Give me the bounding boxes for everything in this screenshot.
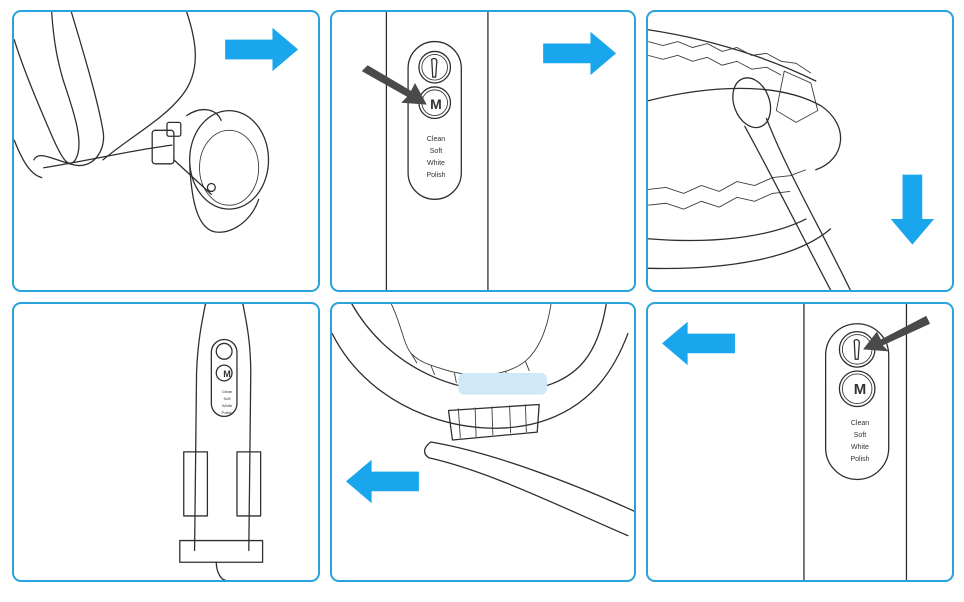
mode-label-polish-2: Polish [426,172,446,179]
mode-label-white-6: White [851,444,869,451]
mode-label-soft-4: Soft [223,396,231,401]
step-3-illustration [648,29,935,290]
step-panel-5 [330,302,636,582]
mode-label-white-2: White [427,160,445,167]
step-5-illustration [332,304,634,537]
step-panel-6: M Clean Soft White Polish [646,302,954,582]
mode-label-soft-2: Soft [429,148,443,155]
mode-label-clean-4: Clean [221,389,233,394]
mode-m-icon-2: M [430,96,442,112]
step-panel-4: M Clean Soft White Polish [12,302,320,582]
mode-m-icon-4: M [223,369,231,379]
step-panel-2: M Clean Soft White Polish [330,10,636,292]
mode-label-clean-2: Clean [426,136,446,143]
step-1-illustration [14,12,270,233]
mode-label-soft-6: Soft [853,432,867,439]
mode-label-polish-6: Polish [850,456,870,463]
step-panel-3 [646,10,954,292]
mode-label-white-4: White [221,403,233,408]
step-6-illustration [662,304,931,580]
step-4-illustration [179,304,264,580]
mode-label-polish-4: Polish [221,410,233,415]
step-2-illustration [361,12,617,290]
mode-m-icon-6: M [853,381,867,398]
mode-label-clean-6: Clean [850,420,870,427]
step-panel-1 [12,10,320,292]
